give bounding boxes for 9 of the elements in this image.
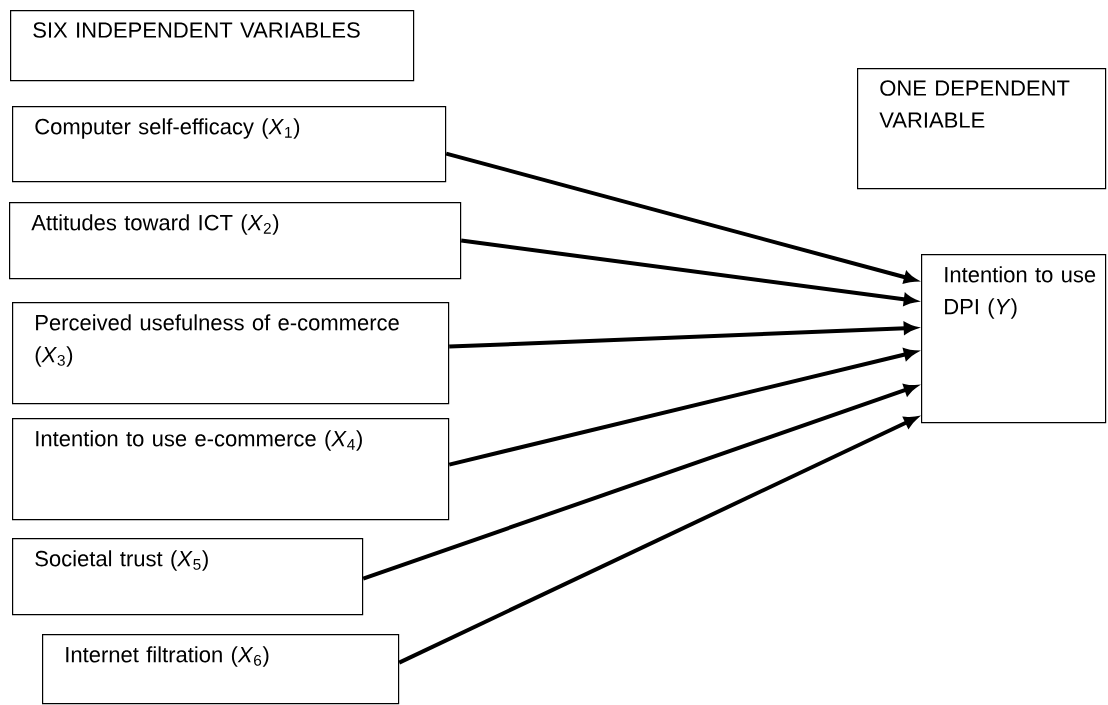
heading-box: SIX INDEPENDENT VARIABLES xyxy=(10,10,415,82)
variable-box: Societal trust (X$_{5}$) xyxy=(12,538,364,616)
heading-box: ONE DEPENDENT VARIABLE xyxy=(857,68,1107,190)
variable-box: Perceived usefulness of e-commerce (X$_{3}$) xyxy=(12,302,450,405)
variable-box: Intention to use e-commerce (X$_{4}$) xyxy=(12,418,450,521)
outcome-box: Intention to use DPI (Y) xyxy=(921,254,1107,424)
variable-box: Computer self-efficacy (X$_{1}$) xyxy=(12,106,447,183)
variable-box: Attitudes toward ICT (X$_{2}$) xyxy=(9,202,462,280)
variable-box: Internet filtration (X$_{6}$) xyxy=(42,634,400,705)
